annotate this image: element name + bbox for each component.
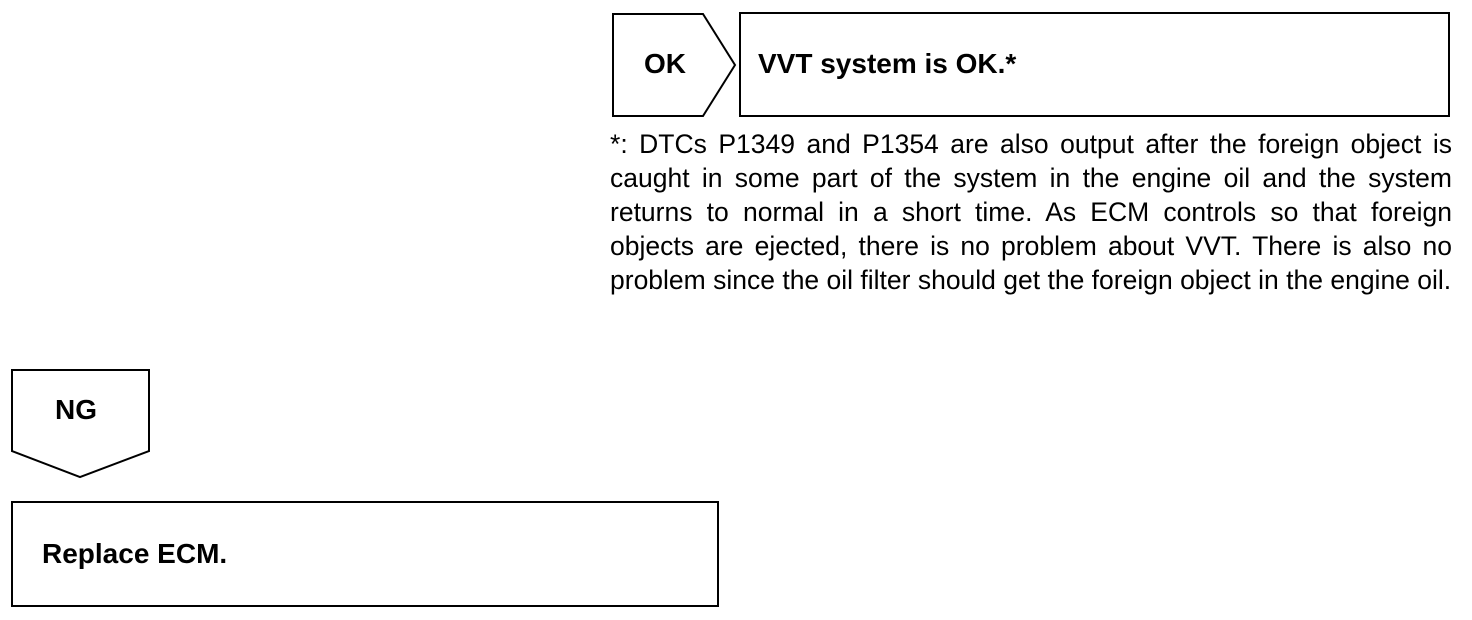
ok-label: OK (644, 48, 686, 79)
ng-arrow-shape (11, 369, 150, 479)
ok-result-text: VVT system is OK.* (758, 48, 1017, 79)
ng-result-text: Replace ECM. (42, 538, 228, 569)
ok-footnote: *: DTCs P1349 and P1354 are also output … (610, 129, 1452, 295)
ng-result-box (11, 501, 719, 607)
ng-label: NG (55, 394, 97, 425)
ok-result-box (739, 12, 1450, 117)
ok-arrow-shape (612, 13, 737, 117)
